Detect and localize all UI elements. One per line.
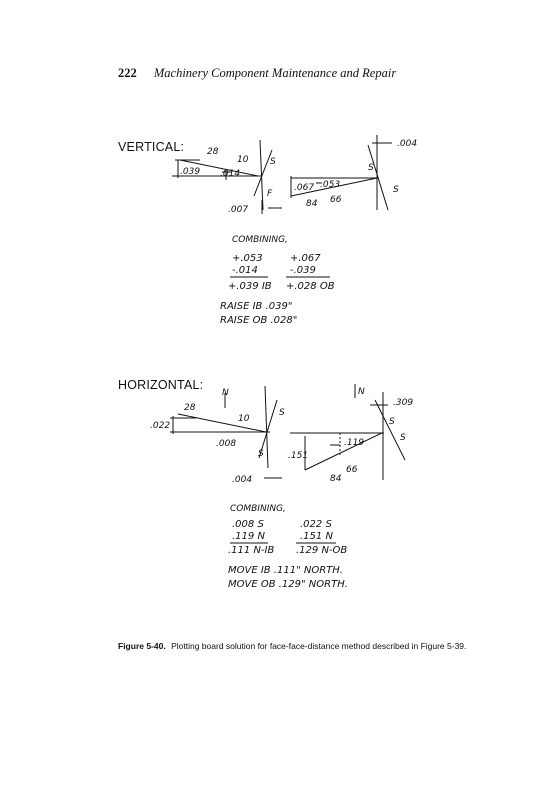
v-left-face-label: S [270,157,276,167]
h-left-reading: .008 [216,439,236,449]
v-left-face-label-2: F [267,189,273,199]
v-left-line-label: 10 [237,155,249,165]
h-left-face-label-2: S [258,449,264,459]
h-combining-label: COMBINING, [230,504,286,514]
horizontal-face-line [264,385,269,469]
h-right-face-label: S [389,417,395,427]
v-col1-result: +.039 IB [228,281,272,292]
raise-ob-line: RAISE OB .028" [220,315,297,326]
h-left-line-label: 10 [238,414,250,424]
v-left-reading: .014 [220,169,240,179]
horizontal-left-diagram [170,385,282,479]
vertical-section-label: VERTICAL: [118,140,185,154]
h-right-ob-label: 66 [346,465,358,475]
vertical-left-diagram [172,139,282,214]
horizontal-right-slope-line [304,432,383,471]
v-col2-result: +.028 OB [286,281,335,292]
v-col1-line1: +.053 [232,253,263,264]
figure-caption: Figure 5-40. Plotting board solution for… [118,641,490,652]
v-right-face-label: S [368,163,374,173]
page-header: 222 Machinery Component Maintenance and … [118,66,396,81]
v-left-ob-label: 28 [207,147,219,157]
v-right-top-reading: .004 [397,139,417,149]
vertical-right-diagram [290,135,392,211]
raise-ib-line: RAISE IB .039" [220,301,292,312]
v-col2-line2: -.039 [290,265,316,276]
horizontal-slope-line [177,413,267,433]
vertical-right-slope-line [290,177,378,197]
h-col2-line1: .022 S [300,519,332,530]
h-right-face-label-2: S [400,433,406,443]
v-right-face-label-2: S [393,185,399,195]
h-left-bottom-reading: .004 [232,475,252,485]
h-left-offset: .022 [150,421,170,431]
h-right-mid-reading: .119 [344,438,364,448]
h-col2-result: .129 N-OB [296,545,347,556]
book-title: Machinery Component Maintenance and Repa… [153,66,397,80]
north-label-left: N [222,388,229,398]
v-left-ib-offset: .039 [180,167,200,177]
h-col1-line1: .008 S [232,519,264,530]
v-right-ob-label: 66 [330,195,342,205]
v-col1-line2: -.014 [232,265,258,276]
h-right-ib-label: 84 [330,474,342,484]
page-number: 222 [118,66,137,80]
vertical-slope-line [179,159,259,177]
move-ob-line: MOVE OB .129" NORTH. [228,579,348,590]
h-left-ob-label: 28 [184,403,196,413]
h-right-left-offset: .151 [288,451,308,461]
v-right-ib-label: 84 [306,199,318,209]
move-ib-line: MOVE IB .111" NORTH. [228,565,343,576]
north-label-right: N [358,387,365,397]
v-combining-label: COMBINING, [232,235,288,245]
h-col1-line2: .119 N [232,531,265,542]
horizontal-right-diagram [290,384,406,480]
v-col2-line1: +.067 [290,253,321,264]
horizontal-section-label: HORIZONTAL: [118,378,204,392]
v-right-mid-reading: .053 [320,180,340,190]
h-col2-line2: .151 N [300,531,333,542]
v-right-left-offset: .067 [294,183,314,193]
h-left-face-label: S [279,408,285,418]
v-left-bottom-reading: .007 [228,205,248,215]
vertical-indicator-line [253,149,273,197]
h-col1-result: .111 N-IB [228,545,274,556]
caption-label: Figure 5-40. [118,641,166,651]
vertical-face-line [259,139,264,211]
h-right-top-reading: .309 [393,398,413,408]
caption-text: Plotting board solution for face-face-di… [171,641,467,651]
